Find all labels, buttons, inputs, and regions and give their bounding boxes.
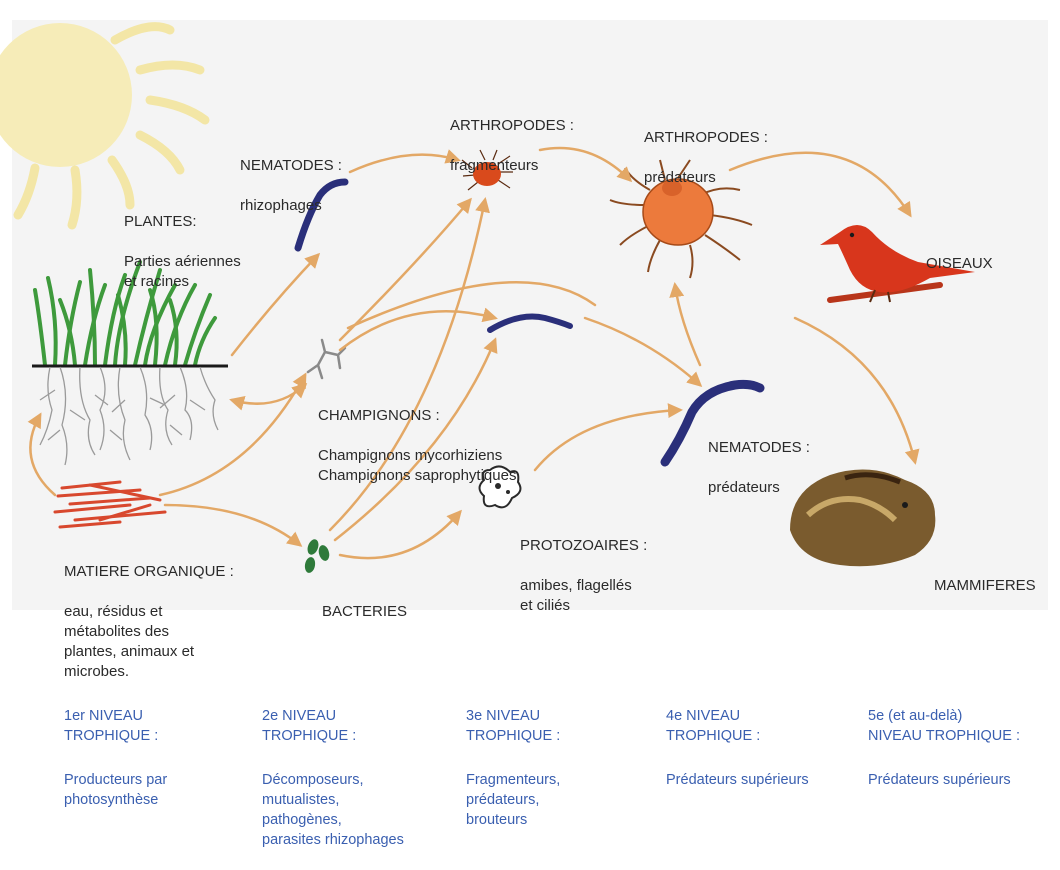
trophic-level-desc: Fragmenteurs, prédateurs, brouteurs — [466, 770, 560, 830]
mammal-icon — [790, 470, 935, 567]
label-matiere-organique: MATIERE ORGANIQUE : eau, résidus et méta… — [64, 542, 234, 702]
arrow-nematodes-pred-to-arthro-pred — [675, 285, 700, 365]
label-sub: rhizophages — [240, 196, 342, 216]
label-protozoaires: PROTOZOAIRES : amibes, flagellés et cili… — [520, 516, 647, 636]
label-title: MAMMIFERES — [934, 576, 1036, 596]
trophic-level-title: 4e NIVEAU TROPHIQUE : — [666, 706, 809, 746]
arrow-matiere-to-bacteries — [165, 505, 300, 545]
label-title: OISEAUX — [926, 254, 993, 274]
label-sub: amibes, flagellés et ciliés — [520, 576, 647, 616]
arrow-arthro-pred-to-mammiferes — [795, 318, 915, 462]
label-sub: Parties aériennes et racines — [124, 252, 241, 292]
label-title: ARTHROPODES : — [450, 116, 574, 136]
trophic-level-5: 5e (et au-delà) NIVEAU TROPHIQUE : Préda… — [868, 686, 1020, 810]
label-title: CHAMPIGNONS : — [318, 406, 516, 426]
trophic-level-title: 3e NIVEAU TROPHIQUE : — [466, 706, 560, 746]
label-title: NEMATODES : — [240, 156, 342, 176]
label-arthropodes-fragmenteurs: ARTHROPODES : fragmenteurs — [450, 96, 574, 196]
label-title: BACTERIES — [322, 602, 407, 622]
label-title: PLANTES: — [124, 212, 241, 232]
trophic-level-title: 1er NIVEAU TROPHIQUE : — [64, 706, 167, 746]
trophic-level-3: 3e NIVEAU TROPHIQUE : Fragmenteurs, préd… — [466, 686, 560, 850]
trophic-level-title: 2e NIVEAU TROPHIQUE : — [262, 706, 404, 746]
bacteria-icon — [304, 538, 331, 574]
label-title: NEMATODES : — [708, 438, 810, 458]
trophic-level-title: 5e (et au-delà) NIVEAU TROPHIQUE : — [868, 706, 1020, 746]
trophic-level-desc: Prédateurs supérieurs — [868, 770, 1020, 790]
label-sub: prédateurs — [708, 478, 810, 498]
label-arthropodes-predateurs: ARTHROPODES : prédateurs — [644, 108, 768, 208]
arrow-plantes-to-nematodes-rhizo — [232, 255, 318, 355]
label-mammiferes: MAMMIFERES — [934, 556, 1036, 616]
label-oiseaux: OISEAUX — [926, 234, 993, 294]
label-sub: Champignons mycorhiziens Champignons sap… — [318, 446, 516, 486]
label-sub: fragmenteurs — [450, 156, 574, 176]
label-sub: prédateurs — [644, 168, 768, 188]
arrow-worm-to-nematodes-pred — [585, 318, 700, 385]
label-bacteries: BACTERIES — [322, 582, 407, 642]
food-web-diagram: PLANTES: Parties aériennes et racines NE… — [0, 0, 1060, 834]
trophic-level-1: 1er NIVEAU TROPHIQUE : Producteurs par p… — [64, 686, 167, 830]
trophic-level-desc: Producteurs par photosynthèse — [64, 770, 167, 810]
label-title: ARTHROPODES : — [644, 128, 768, 148]
label-nematodes-predateurs: NEMATODES : prédateurs — [708, 418, 810, 518]
label-plantes: PLANTES: Parties aériennes et racines — [124, 192, 241, 312]
fungus-icon — [308, 340, 345, 378]
label-sub: eau, résidus et métabolites des plantes,… — [64, 602, 234, 682]
trophic-level-desc: Décomposeurs, mutualistes, pathogènes, p… — [262, 770, 404, 850]
trophic-level-2: 2e NIVEAU TROPHIQUE : Décomposeurs, mutu… — [262, 686, 404, 870]
arrow-champignons-to-arthro-frag — [340, 200, 470, 340]
arrow-nematodes-to-arthro-frag — [350, 155, 458, 172]
trophic-level-desc: Prédateurs supérieurs — [666, 770, 809, 790]
label-champignons: CHAMPIGNONS : Champignons mycorhiziens C… — [318, 386, 516, 506]
organic-matter-icon — [55, 482, 165, 527]
label-nematodes-rhizophages: NEMATODES : rhizophages — [240, 136, 342, 236]
label-title: PROTOZOAIRES : — [520, 536, 647, 556]
arrow-plantes-to-matiere — [30, 415, 55, 495]
label-title: MATIERE ORGANIQUE : — [64, 562, 234, 582]
arrow-bacteries-to-protozoaires — [340, 512, 460, 558]
arrow-protozoaires-to-nematodes-pred — [535, 410, 680, 470]
trophic-level-4: 4e NIVEAU TROPHIQUE : Prédateurs supérie… — [666, 686, 809, 810]
